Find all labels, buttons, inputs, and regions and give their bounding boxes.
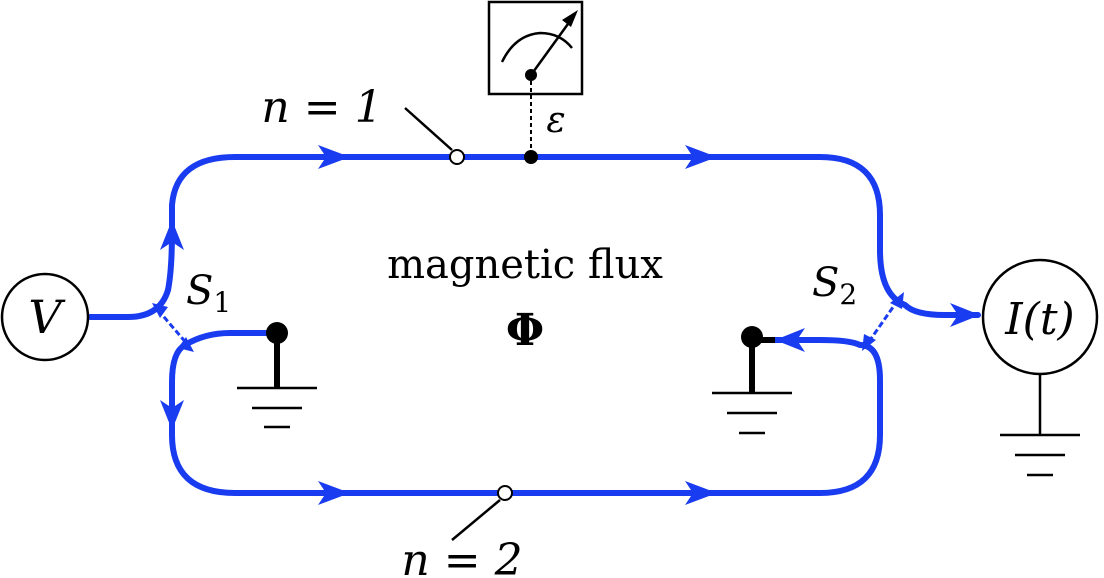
flux-caption: magnetic flux [387,242,663,288]
lower-arm-path [169,342,883,496]
arrow-upper-left [318,145,350,169]
n2-label: n = 2 [401,535,522,578]
n2-point [497,485,513,501]
left-ground-contact [237,322,317,429]
arrow-lower-left [318,481,350,505]
arrow-right-contact [775,328,805,352]
arrow-upper-right [685,145,717,169]
right-ground-contact [712,326,792,435]
s2-tunneling-arrowhead-bottom [862,334,876,351]
measurement-point [524,150,538,164]
left-contact-lead [182,330,283,348]
right-contact-dot [741,326,763,348]
n1-label: n = 1 [261,82,382,133]
meter-box [487,0,584,96]
right-ground-icon [712,391,792,435]
n1-marker: n = 1 [261,82,465,165]
current-symbol: I(t) [1004,294,1074,345]
meter-pivot [525,69,537,81]
n2-marker: n = 2 [401,485,523,578]
arrow-lower-right [685,481,717,505]
left-ground-icon [237,386,317,429]
s1-label: S1 [186,268,231,319]
output-lead [902,302,981,318]
input-lead [87,287,171,320]
meter: ε [487,0,584,164]
s1-tunneling-arrowhead-bottom [178,337,194,352]
right-contact-lead [767,337,863,348]
flux-symbol: Φ [506,305,544,356]
epsilon-label: ε [546,100,565,141]
chirality-arrows [160,145,980,505]
arrow-output [950,303,980,327]
s1-tunneling-arrow [156,309,190,346]
s2-tunneling-arrowhead-top [890,292,904,309]
s2-label: S2 [812,260,857,311]
n1-point [449,149,465,165]
meter-needle-tip-icon [562,10,578,27]
meter-needle [529,16,575,76]
arrow-left-up [160,220,184,250]
s2-tunneling-arrow [866,299,900,344]
current-detector: I(t) [981,258,1099,477]
voltage-symbol: V [28,290,66,344]
voltage-source-circle [0,272,90,362]
n2-pointer [451,499,501,541]
n1-pointer [404,107,453,151]
voltage-source: V [0,272,90,362]
left-contact-dot [266,322,288,344]
meter-dial-arc [500,31,573,63]
s1-tunneling-arrowhead-top [152,303,168,318]
detector-ground-icon [1000,433,1080,477]
arrow-left-down [160,400,184,430]
